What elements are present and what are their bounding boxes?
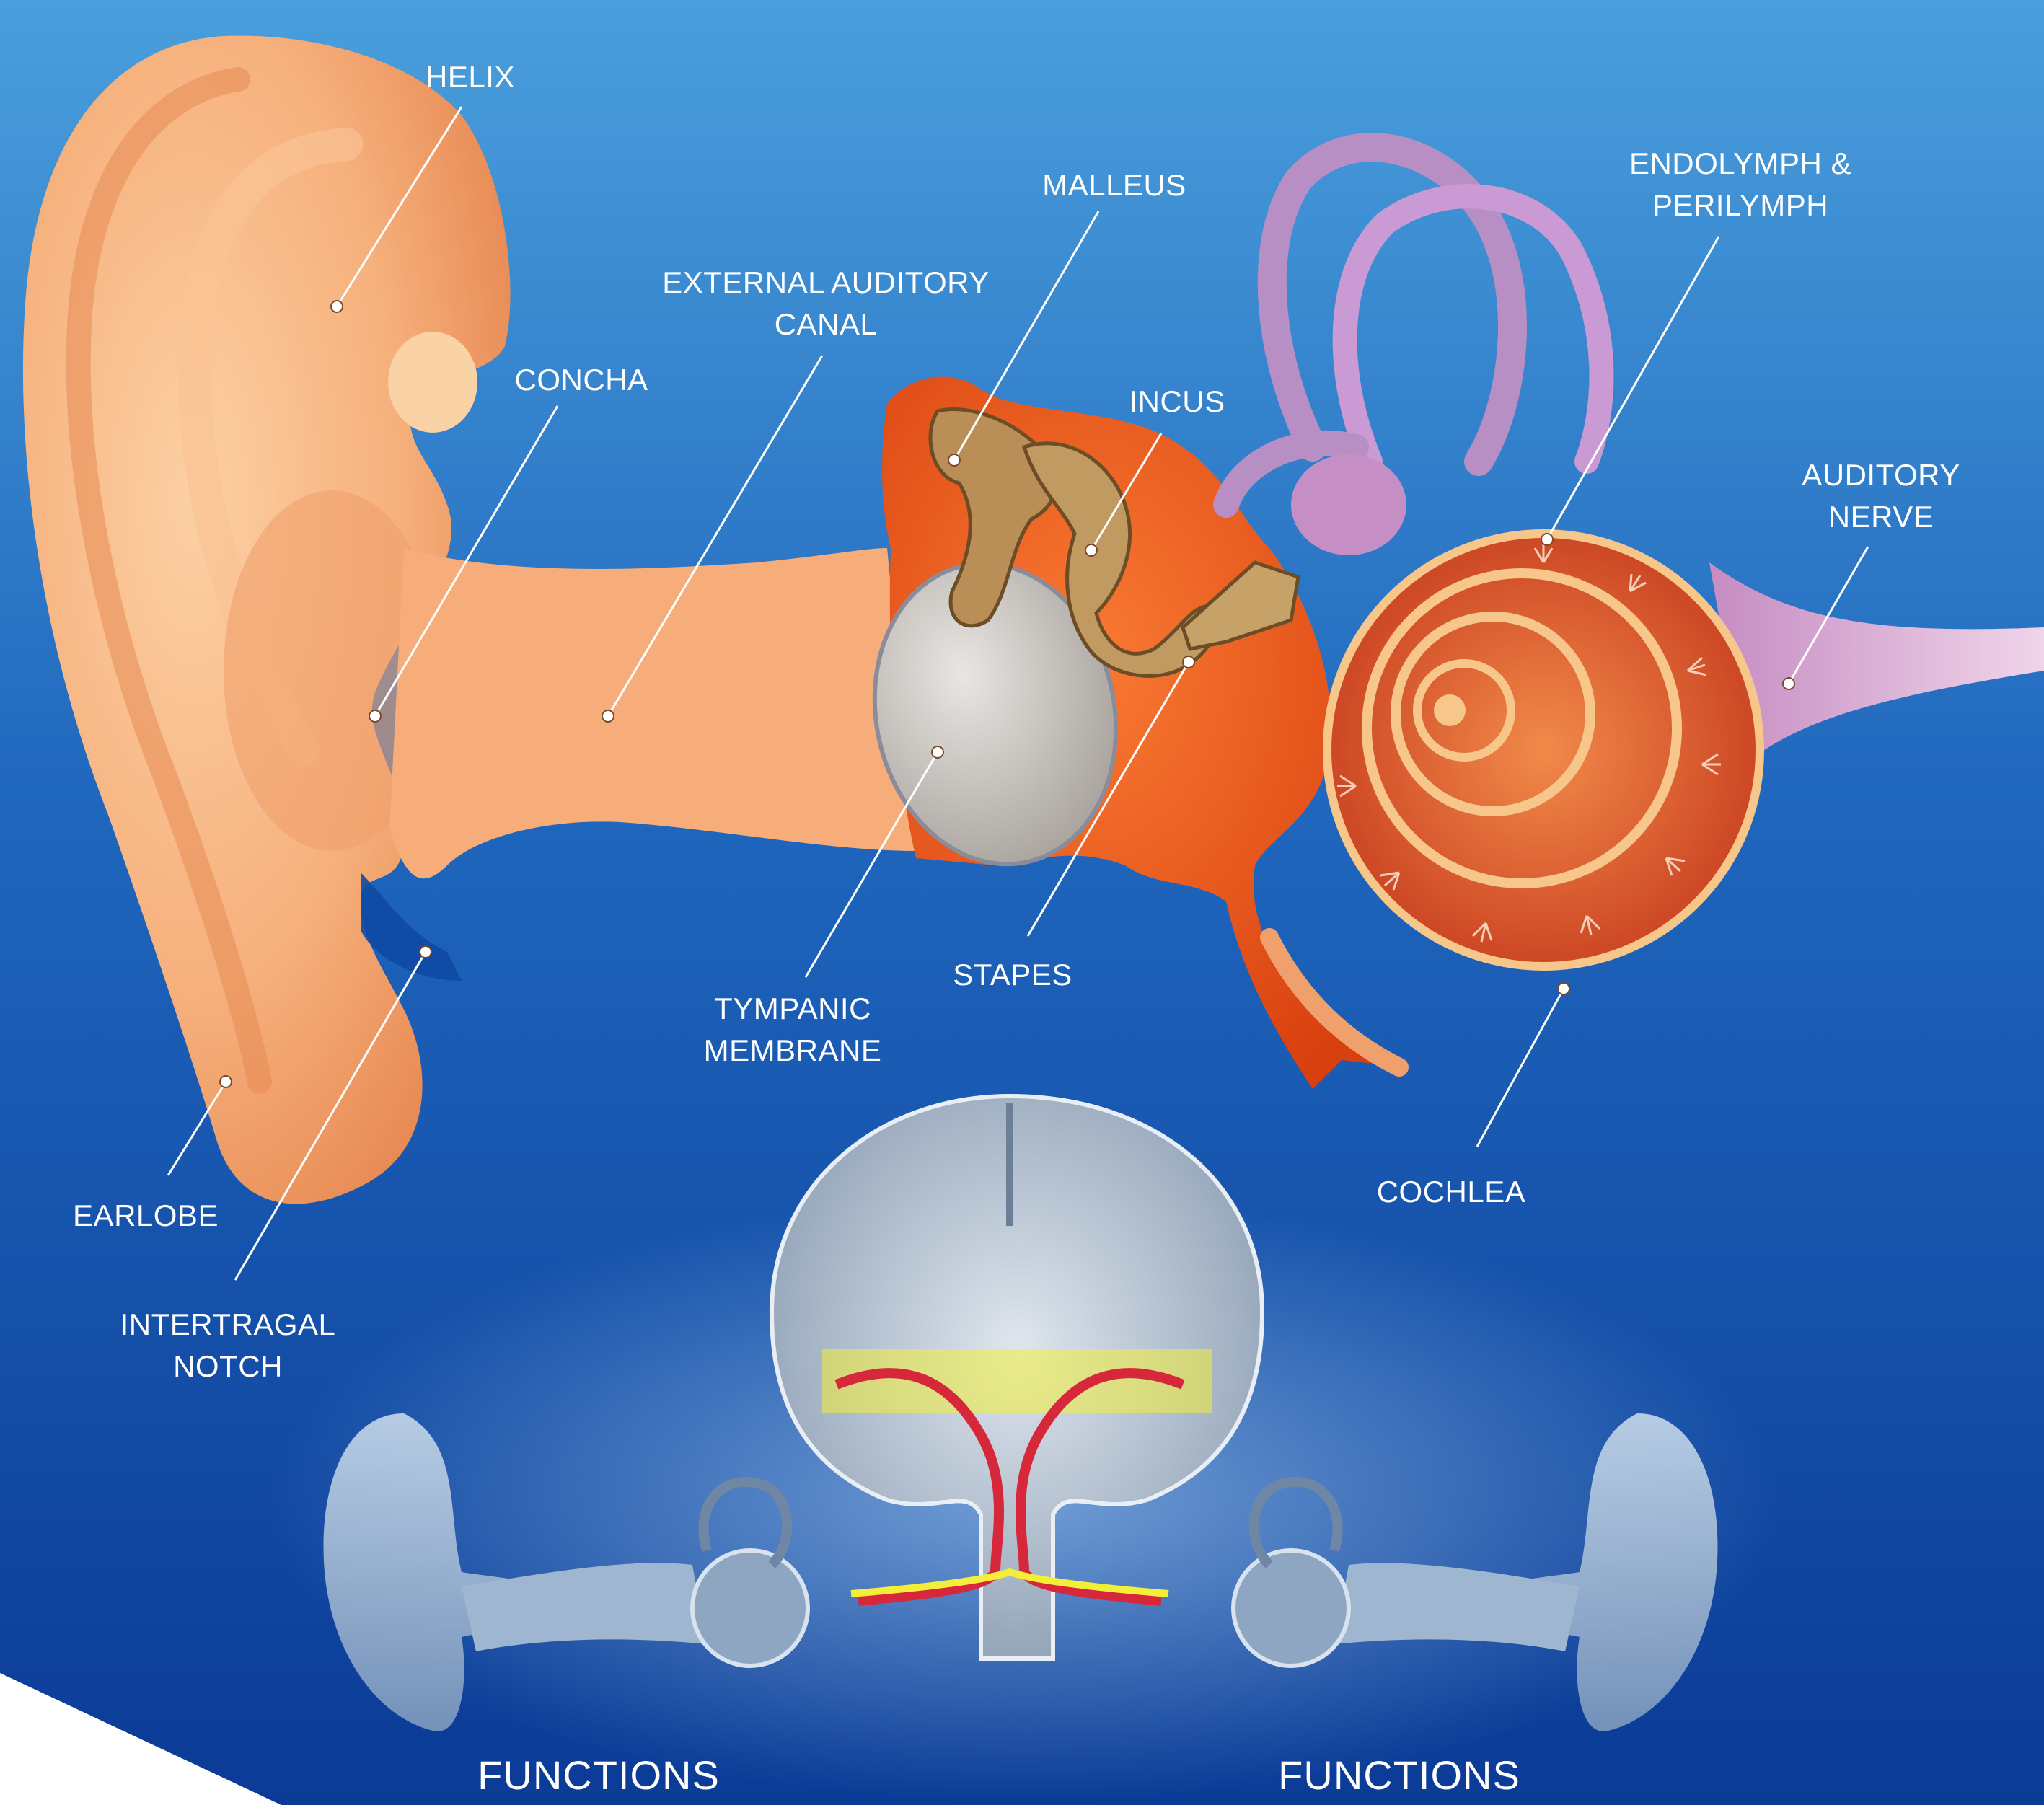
label-incus: INCUS xyxy=(1129,381,1225,423)
dot-helix xyxy=(331,301,343,312)
label-endolymph-perilymph: ENDOLYMPH & PERILYMPH xyxy=(1629,143,1851,226)
label-helix: HELIX xyxy=(426,56,515,98)
label-external-canal-line1: EXTERNAL AUDITORY xyxy=(662,262,990,304)
label-cochlea: COCHLEA xyxy=(1377,1171,1526,1213)
label-tympanic-membrane: TYMPANIC MEMBRANE xyxy=(704,988,882,1072)
dot-malleus xyxy=(948,454,960,466)
dot-incus xyxy=(1085,544,1097,556)
dot-endolymph xyxy=(1541,534,1553,545)
right-ghost-cochlea xyxy=(1233,1550,1349,1666)
label-earlobe-text: EARLOBE xyxy=(73,1199,219,1232)
dot-tympanic xyxy=(932,746,943,758)
cochlea-apex xyxy=(1434,694,1466,726)
label-malleus-text: MALLEUS xyxy=(1042,168,1186,202)
label-malleus: MALLEUS xyxy=(1042,164,1186,206)
dot-concha xyxy=(369,710,381,722)
label-earlobe: EARLOBE xyxy=(73,1195,219,1237)
dot-stapes xyxy=(1183,656,1194,668)
functions-right-heading: FUNCTIONS xyxy=(1278,1752,1520,1799)
label-auditory-nerve-line2: NERVE xyxy=(1802,496,1960,538)
label-incus-text: INCUS xyxy=(1129,384,1225,418)
label-endolymph-line2: PERILYMPH xyxy=(1629,185,1851,226)
pathway-highlight xyxy=(822,1349,1212,1413)
left-ghost-cochlea xyxy=(692,1550,808,1666)
functions-left-heading: FUNCTIONS xyxy=(477,1752,720,1799)
dot-external-canal xyxy=(602,710,614,722)
label-helix-text: HELIX xyxy=(426,60,515,94)
label-stapes-text: STAPES xyxy=(953,958,1072,992)
label-tympanic-line1: TYMPANIC xyxy=(704,988,882,1030)
label-stapes: STAPES xyxy=(953,954,1072,996)
cochlea xyxy=(1327,534,1760,966)
label-intertragal-line2: NOTCH xyxy=(120,1346,336,1387)
dot-auditory-nerve xyxy=(1783,678,1794,689)
label-external-canal-line2: CANAL xyxy=(662,304,990,345)
label-auditory-nerve: AUDITORY NERVE xyxy=(1802,454,1960,538)
label-auditory-nerve-line1: AUDITORY xyxy=(1802,454,1960,496)
label-intertragal-line1: INTERTRAGAL xyxy=(120,1304,336,1346)
label-cochlea-text: COCHLEA xyxy=(1377,1175,1526,1209)
label-external-auditory-canal: EXTERNAL AUDITORY CANAL xyxy=(662,262,990,345)
label-tympanic-line2: MEMBRANE xyxy=(704,1030,882,1072)
dot-earlobe xyxy=(220,1076,232,1087)
label-concha-text: CONCHA xyxy=(514,363,648,397)
vestibule xyxy=(1291,454,1406,555)
dot-cochlea xyxy=(1558,983,1569,994)
dot-intertragal xyxy=(420,946,431,958)
tragus xyxy=(388,332,477,433)
label-concha: CONCHA xyxy=(514,359,648,401)
label-intertragal-notch: INTERTRAGAL NOTCH xyxy=(120,1304,336,1387)
label-endolymph-line1: ENDOLYMPH & xyxy=(1629,143,1851,185)
